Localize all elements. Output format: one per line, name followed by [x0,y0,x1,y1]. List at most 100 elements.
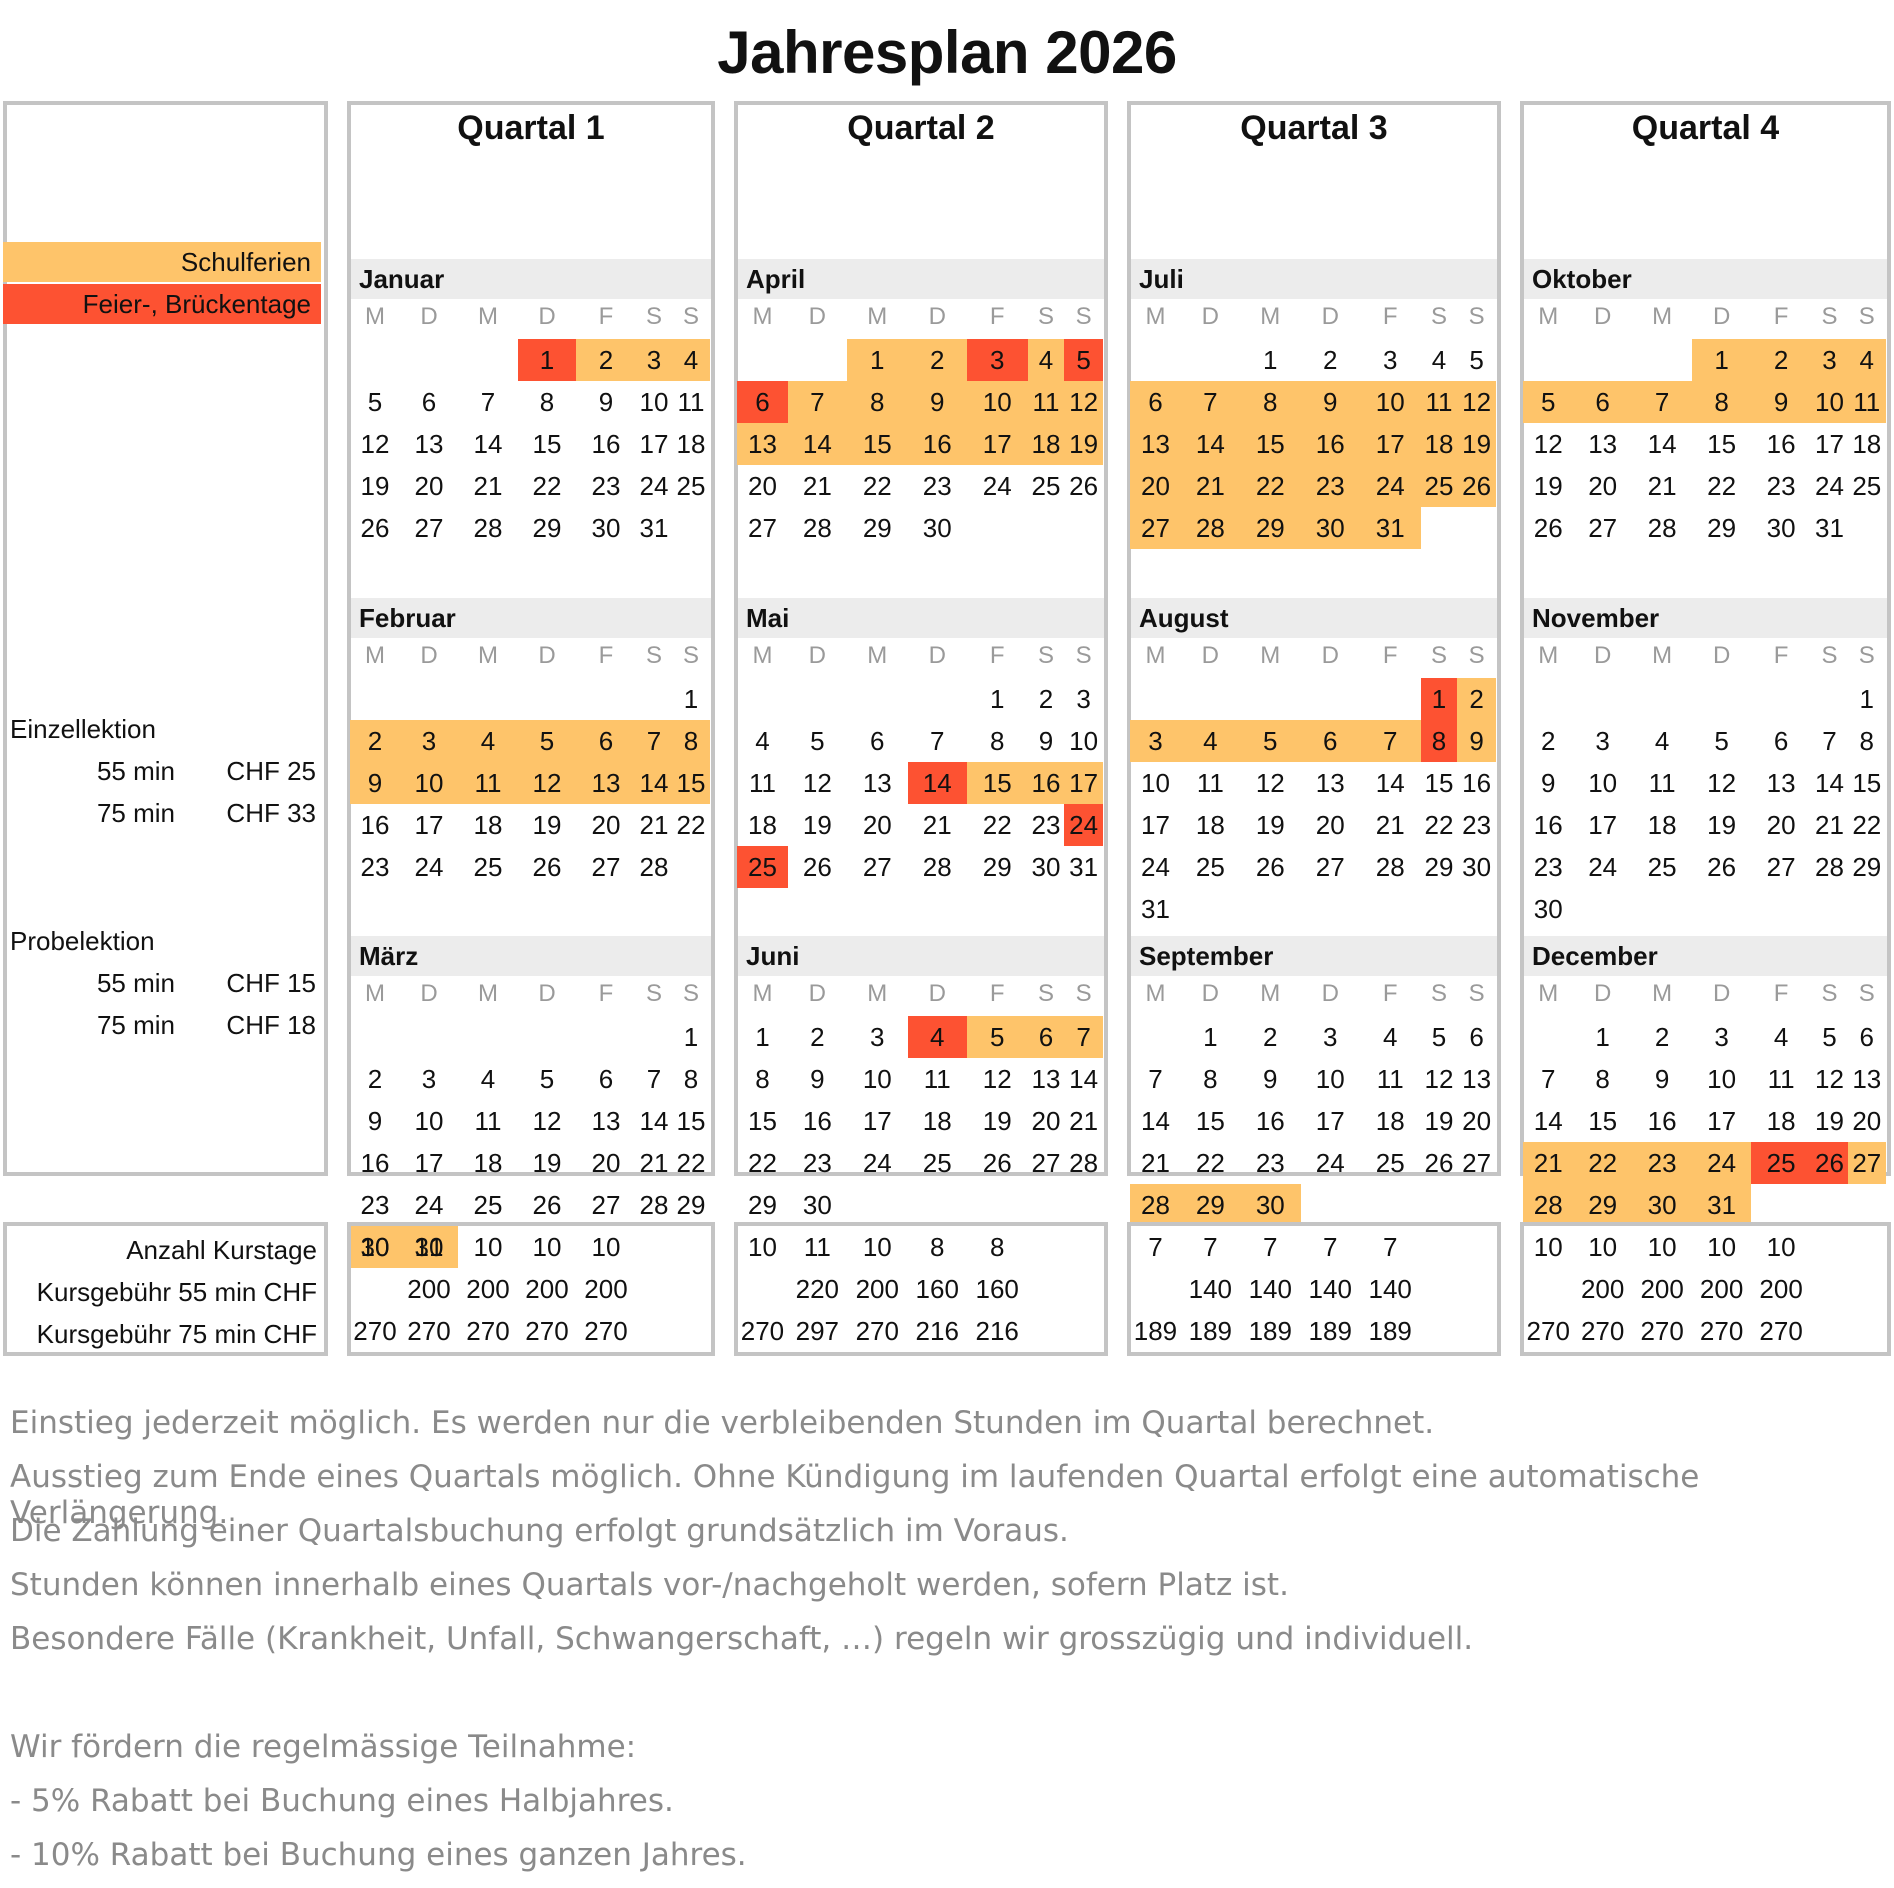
day-cell: 14 [1180,423,1240,465]
weekday-label: F [1382,303,1398,330]
weekday-label: M [1538,642,1559,669]
price-title-single: Einzellektion [10,714,156,744]
day-cell: 18 [1375,1106,1405,1136]
day-cell: 18 [1647,810,1677,840]
day-cell: 28 [1069,1148,1099,1178]
price-value: CHF 18 [226,1010,316,1040]
weekday-label: M [752,980,773,1007]
day-cell: 30 [1533,894,1563,924]
stat-value: 270 [1759,1316,1803,1346]
weekday-label: S [1821,980,1838,1007]
stat-value: 270 [407,1316,451,1346]
day-cell: 27 [1847,1142,1886,1184]
day-cell: 10 [1811,381,1848,423]
day-cell: 30 [802,1190,832,1220]
day-cell: 11 [1196,768,1224,798]
day-cell: 26 [1457,465,1496,507]
day-cell: 13 [1766,768,1796,798]
day-cell: 27 [591,1190,621,1220]
day-cell: 19 [1255,810,1285,840]
day-cell: 31 [1359,507,1421,549]
weekday-label: F [598,980,614,1007]
day-cell: 5 [1431,1022,1447,1052]
day-cell: 23 [1631,1142,1693,1184]
stat-value: 140 [1188,1274,1233,1304]
day-cell: 31 [1692,1184,1751,1226]
day-cell: 28 [1130,1184,1181,1226]
day-cell: 19 [1457,423,1496,465]
day-cell: 9 [1300,381,1360,423]
day-cell: 3 [870,1022,885,1052]
weekday-label: D [808,303,826,330]
weekday-label: S [1037,303,1054,330]
weekday-label: S [1037,642,1054,669]
day-cell: 25 [1195,852,1225,882]
day-cell: 14 [639,1106,669,1136]
day-cell: 7 [1180,381,1240,423]
price-title-trial: Probelektion [10,926,155,956]
weekday-label: F [1773,303,1789,330]
day-cell: 12 [360,429,390,459]
day-cell: 9 [1541,768,1556,798]
day-cell: 10 [400,762,458,804]
day-cell: 24 [1315,1148,1345,1178]
day-cell: 1 [683,1022,699,1052]
day-cell: 17 [1815,429,1844,459]
day-cell: 2 [350,720,400,762]
day-cell: 29 [1852,852,1882,882]
day-cell: 21 [1523,1142,1574,1184]
stat-value: 10 [532,1232,562,1262]
month-header: November [1524,598,1887,638]
day-cell: 27 [1130,507,1181,549]
day-cell: 6 [1573,381,1632,423]
day-cell: 3 [636,339,672,381]
weekday-label: D [1201,642,1219,669]
day-cell: 23 [1031,810,1061,840]
day-cell: 28 [1815,852,1844,882]
stat-value: 270 [1526,1316,1570,1346]
day-cell: 12 [1255,768,1285,798]
weekday-label: S [1468,642,1485,669]
weekday-label: S [645,642,662,669]
stat-value: 189 [1188,1316,1233,1346]
day-cell: 21 [639,810,669,840]
day-cell: 7 [930,726,945,756]
day-cell: 24 [414,1190,444,1220]
day-cell: 29 [676,1190,706,1220]
day-cell: 11 [1027,381,1065,423]
day-cell: 11 [474,1106,502,1136]
month-header: September [1131,936,1497,976]
quarter-title: Quartal 4 [1631,109,1780,147]
day-cell: 29 [1707,513,1737,543]
stat-value: 270 [1580,1316,1625,1346]
day-cell: 27 [1766,852,1796,882]
day-cell: 18 [922,1106,952,1136]
day-cell: 7 [646,1064,662,1094]
day-cell: 4 [1027,339,1065,381]
day-cell: 16 [1462,768,1492,798]
weekday-label: S [1468,303,1485,330]
stat-value: 10 [862,1232,892,1262]
day-cell: 27 [1462,1148,1492,1178]
day-cell: 26 [1811,1142,1848,1184]
day-cell: 26 [1069,471,1099,501]
stat-value: 220 [795,1274,840,1304]
stat-value: 7 [1323,1232,1338,1262]
day-cell: 5 [518,720,576,762]
day-cell: 22 [1707,471,1737,501]
day-cell: 9 [598,387,614,417]
day-cell: 12 [1064,381,1103,423]
weekday-label: M [867,980,888,1007]
weekday-label: S [1858,980,1875,1007]
day-cell: 4 [907,1016,967,1058]
day-cell: 5 [1239,720,1301,762]
day-cell: 15 [532,429,562,459]
weekday-label: M [1260,980,1281,1007]
weekday-label: D [538,303,556,330]
page-title: Jahresplan 2026 [717,19,1177,86]
day-cell: 9 [367,1106,383,1136]
day-cell: 16 [1533,810,1563,840]
weekday-label: M [1145,980,1166,1007]
weekday-label: F [989,980,1005,1007]
